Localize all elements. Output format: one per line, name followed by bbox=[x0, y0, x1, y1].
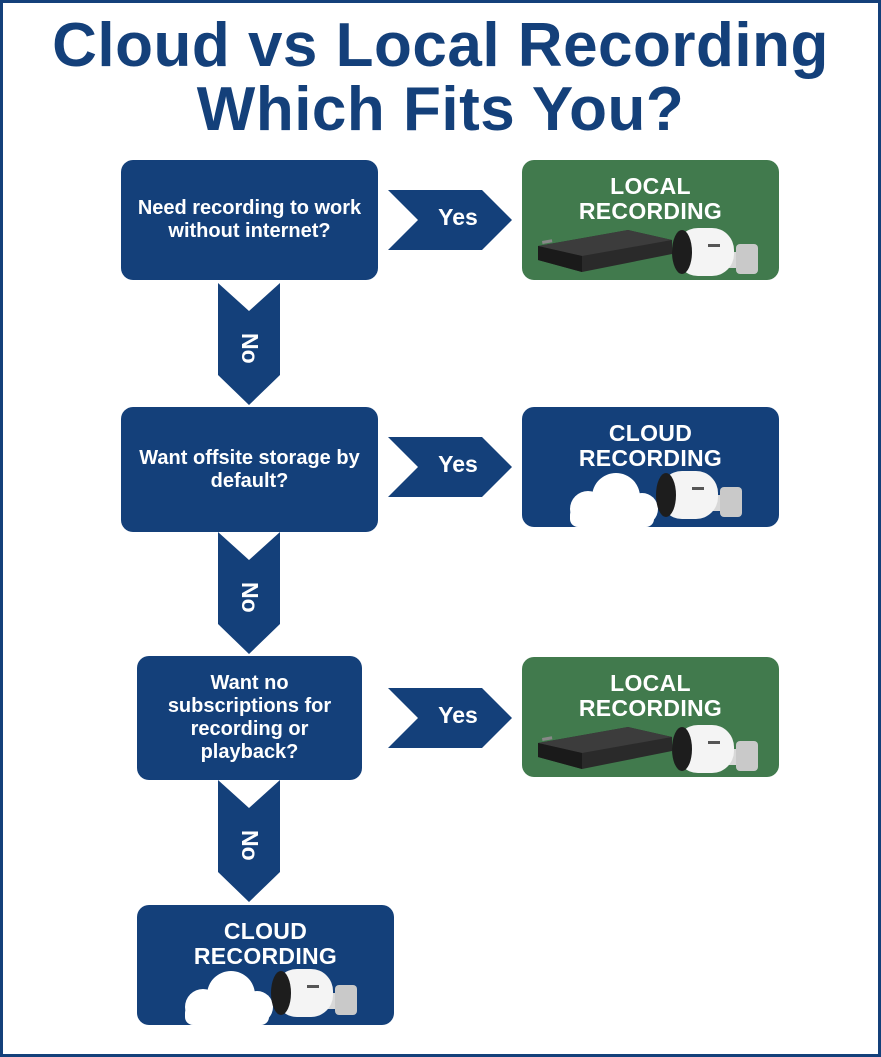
result-box-cloud-2: CLOUD RECORDING bbox=[137, 905, 394, 1025]
result-label-2-line-1: CLOUD bbox=[608, 420, 693, 446]
question-box-2: Want offsite storage by default? bbox=[121, 407, 378, 532]
result-box-local-2: LOCAL RECORDING bbox=[522, 657, 779, 777]
no-arrow-1 bbox=[218, 283, 280, 405]
question-text-2: Want offsite storage by default? bbox=[139, 446, 360, 492]
result-label-2-line-2: RECORDING bbox=[578, 445, 723, 471]
question-text-3: Want no subscriptions for recording or p… bbox=[167, 672, 332, 763]
result-label-3-line-2: RECORDING bbox=[578, 695, 723, 721]
question-box-3: Want no subscriptions for recording or p… bbox=[137, 656, 362, 780]
page-title-line-2: Which Fits You? bbox=[196, 75, 685, 144]
no-arrow-2 bbox=[218, 532, 280, 654]
yes-arrow-1 bbox=[388, 190, 512, 250]
result-box-cloud-1: CLOUD RECORDING bbox=[522, 407, 779, 527]
question-text-1: Need recording to work without internet? bbox=[137, 197, 362, 242]
page-title-line-1: Cloud vs Local Recording bbox=[52, 11, 829, 80]
no-label-1: No bbox=[237, 333, 263, 364]
result-label-1-line-2: RECORDING bbox=[578, 198, 723, 224]
result-box-local-1: LOCAL RECORDING bbox=[522, 160, 779, 280]
nvr-recorder-and-bullet-camera-icon bbox=[538, 725, 758, 773]
yes-label-2: Yes bbox=[438, 451, 478, 477]
result-label-4-line-1: CLOUD bbox=[223, 918, 308, 944]
result-label-4-line-2: RECORDING bbox=[193, 943, 338, 969]
yes-label-1: Yes bbox=[438, 204, 478, 230]
question-box-1: Need recording to work without internet? bbox=[121, 160, 378, 280]
yes-label-3: Yes bbox=[438, 702, 478, 728]
no-label-2: No bbox=[237, 582, 263, 613]
no-arrow-3 bbox=[218, 780, 280, 902]
cloud-and-bullet-camera-icon bbox=[185, 969, 357, 1025]
no-label-3: No bbox=[237, 830, 263, 861]
nvr-recorder-and-bullet-camera-icon bbox=[538, 228, 758, 276]
result-label-3-line-1: LOCAL bbox=[610, 670, 691, 696]
yes-arrow-3 bbox=[388, 688, 512, 748]
result-label-1-line-1: LOCAL bbox=[610, 173, 691, 199]
cloud-and-bullet-camera-icon bbox=[570, 471, 742, 527]
yes-arrow-2 bbox=[388, 437, 512, 497]
